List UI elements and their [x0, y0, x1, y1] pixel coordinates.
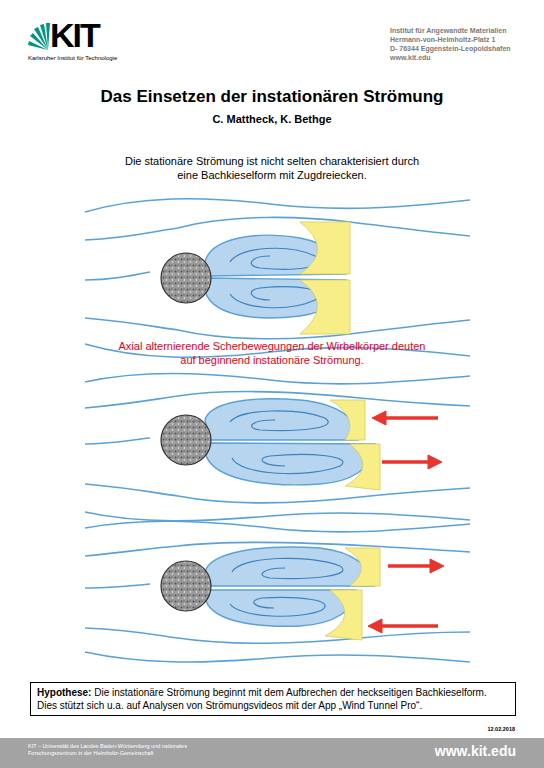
caption-instationary: Axial alternierende Scherbewegungen der … — [112, 340, 432, 368]
hypothesis-heading: Hypothese: — [37, 687, 91, 698]
logo-subtitle: Karlsruher Institut für Technologie — [28, 55, 168, 63]
shear-panel-lower-right — [85, 521, 470, 662]
institute-web: www.kit.edu — [390, 54, 540, 63]
date: 12.02.2018 — [440, 726, 515, 733]
footer-band — [0, 738, 544, 768]
institute-name: Institut für Angewandte Materialien — [390, 27, 540, 36]
footer-web: www.kit.edu — [380, 743, 516, 761]
institute-city: D- 76344 Eggenstein-Leopoldshafen — [390, 45, 540, 54]
hypothesis-text: Die instationäre Strömung beginnt mit de… — [37, 687, 487, 711]
logo-wordmark: KIT — [50, 14, 140, 57]
shear-panel-upper-left — [85, 374, 470, 521]
stationary-flow-panel — [85, 199, 470, 358]
caption-stationary: Die stationäre Strömung ist nicht selten… — [120, 155, 424, 183]
kit-logo-fan — [28, 23, 50, 50]
institute-address: Hermann-von-Helmholtz-Platz 1 — [390, 36, 540, 45]
footer-note: KIT – Universität des Landes Baden-Württ… — [28, 743, 203, 757]
hypothesis-box: Hypothese: Die instationäre Strömung beg… — [30, 682, 516, 716]
poster-title: Das Einsetzen der instationären Strömung — [20, 86, 524, 107]
authors: C. Mattheck, K. Bethge — [20, 113, 524, 127]
